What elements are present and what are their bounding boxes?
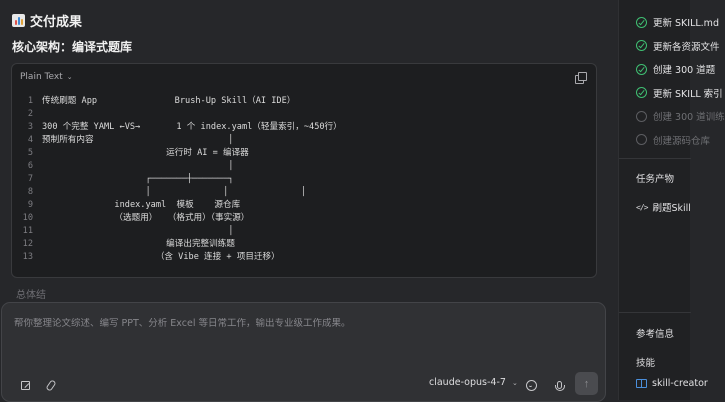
check-circle-icon [636,16,647,28]
code-line: 13 （含 Vibe 连接 + 项目迁移） [12,251,596,264]
task-item: 更新各资源文件 [636,39,720,53]
code-line-text: （选题用） （格式用）（事实源） [42,213,250,223]
skill-label: skill-creator [652,378,708,389]
code-line: 8 │ │ │ [12,186,596,199]
artifacts-heading: 任务产物 [636,174,675,185]
task-item: 创建 300 道训练 [636,109,725,123]
code-line-text: 传统刷题 App Brush-Up Skill（AI IDE） [42,96,296,106]
line-number: 7 [27,174,33,184]
code-line-text: │ [42,161,234,171]
task-label: 更新各资源文件 [653,41,720,53]
code-block-header: Plain Text ⌄ [12,64,596,90]
faded-summary-text: 总体结 [16,290,46,301]
code-line: 7 ┌───────┼───────┐ [12,173,596,186]
language-label: Plain Text [20,72,63,82]
code-line-text: 预制所有内容 │ [42,135,234,145]
task-label: 更新 SKILL.md [653,18,719,29]
message-composer: claude-opus-4-7 ⌄ ↑ [1,302,606,402]
code-block: Plain Text ⌄ 1 传统刷题 App Brush-Up Skill（AI… [11,63,597,278]
deliverables-heading: 交付成果 [12,11,82,30]
code-line-text: 运行时 AI = 编译器 [42,148,249,158]
code-line-text: 300 个完整 YAML ←VS→ 1 个 index.yaml（轻量索引，~4… [42,122,342,132]
task-item: 创建 300 道题 [636,62,715,76]
reference-heading: 参考信息 [636,329,675,340]
task-label: 更新 SKILL 索引 [653,88,723,100]
skills-heading: 技能 [636,358,656,369]
artifact-label: 刷题Skill [652,203,691,214]
skill-item[interactable]: skill-creator [636,378,708,389]
line-number: 11 [22,226,33,236]
edit-icon[interactable] [18,378,32,392]
line-number: 5 [27,148,33,158]
code-line: 2 [12,108,596,121]
task-item: 创建源码仓库 [636,133,710,147]
microphone-icon[interactable] [552,378,566,392]
copy-icon[interactable] [575,71,587,84]
task-label: 创建源码仓库 [653,135,711,147]
task-label: 创建 300 道题 [653,65,716,76]
model-selector[interactable]: claude-opus-4-7 ⌄ [429,377,518,388]
chat-mode-icon[interactable] [524,378,538,392]
line-number: 8 [27,187,33,197]
code-icon: </> [636,202,648,212]
pending-circle-icon [636,134,647,145]
divider [619,158,691,159]
line-number: 6 [27,161,33,171]
code-line: 12 编译出完整训练题 [12,238,596,251]
right-side-panel: 更新 SKILL.md 更新各资源文件创建 300 道题更新 SKILL 索引创建… [618,0,725,400]
line-number: 4 [27,135,33,145]
chevron-down-icon: ⌄ [511,378,518,387]
task-label: 创建 300 道训练 [653,112,725,123]
code-line: 6 │ [12,160,596,173]
app-window: 交付成果 核心架构：编译式题库 Plain Text ⌄ 1 传统刷题 App B… [0,0,690,400]
code-line-text: │ │ │ [42,187,306,197]
line-number: 9 [27,200,33,210]
divider [619,312,691,313]
code-line: 5 运行时 AI = 编译器 [12,147,596,160]
attachment-icon[interactable] [44,378,58,392]
chat-main-area: 交付成果 核心架构：编译式题库 Plain Text ⌄ 1 传统刷题 App B… [0,0,618,400]
check-circle-icon [636,87,647,98]
arrow-up-icon: ↑ [583,377,590,390]
code-line: 1 传统刷题 App Brush-Up Skill（AI IDE） [12,95,596,108]
deliverables-heading-text: 交付成果 [30,15,83,30]
send-button[interactable]: ↑ [575,372,598,395]
code-line-text: ┌───────┼───────┐ [42,174,234,184]
code-content: 1 传统刷题 App Brush-Up Skill（AI IDE） 2 3 300 个完… [12,90,596,264]
check-circle-icon [636,63,647,75]
line-number: 1 [27,96,33,106]
code-line-text: index.yaml 模板 源仓库 [42,200,241,210]
code-line: 4 预制所有内容 │ [12,134,596,147]
code-line-text: （含 Vibe 连接 + 项目迁移） [42,252,280,262]
chevron-down-icon: ⌄ [66,73,73,81]
code-line: 10 （选题用） （格式用）（事实源） [12,212,596,225]
section-title: 核心架构：编译式题库 [12,40,133,54]
code-line: 9 index.yaml 模板 源仓库 [12,199,596,212]
artifact-item[interactable]: </> 刷题Skill [636,200,691,215]
message-input[interactable] [14,318,594,329]
line-number: 3 [27,122,33,132]
language-selector[interactable]: Plain Text ⌄ [20,72,73,82]
line-number: 12 [22,239,33,249]
pending-circle-icon [636,110,647,122]
check-circle-icon [636,40,647,51]
task-item: 更新 SKILL.md [636,15,719,29]
line-number: 13 [22,252,33,262]
book-icon [636,379,647,388]
line-number: 10 [22,213,33,223]
code-line-text: 编译出完整训练题 [42,239,235,249]
task-item: 更新 SKILL 索引 [636,86,723,100]
code-line-text: │ [42,226,234,236]
bar-chart-icon [12,14,25,27]
code-line: 11 │ [12,225,596,238]
code-line: 3 300 个完整 YAML ←VS→ 1 个 index.yaml（轻量索引，~… [12,121,596,134]
line-number: 2 [27,109,33,119]
model-name: claude-opus-4-7 [429,377,506,388]
